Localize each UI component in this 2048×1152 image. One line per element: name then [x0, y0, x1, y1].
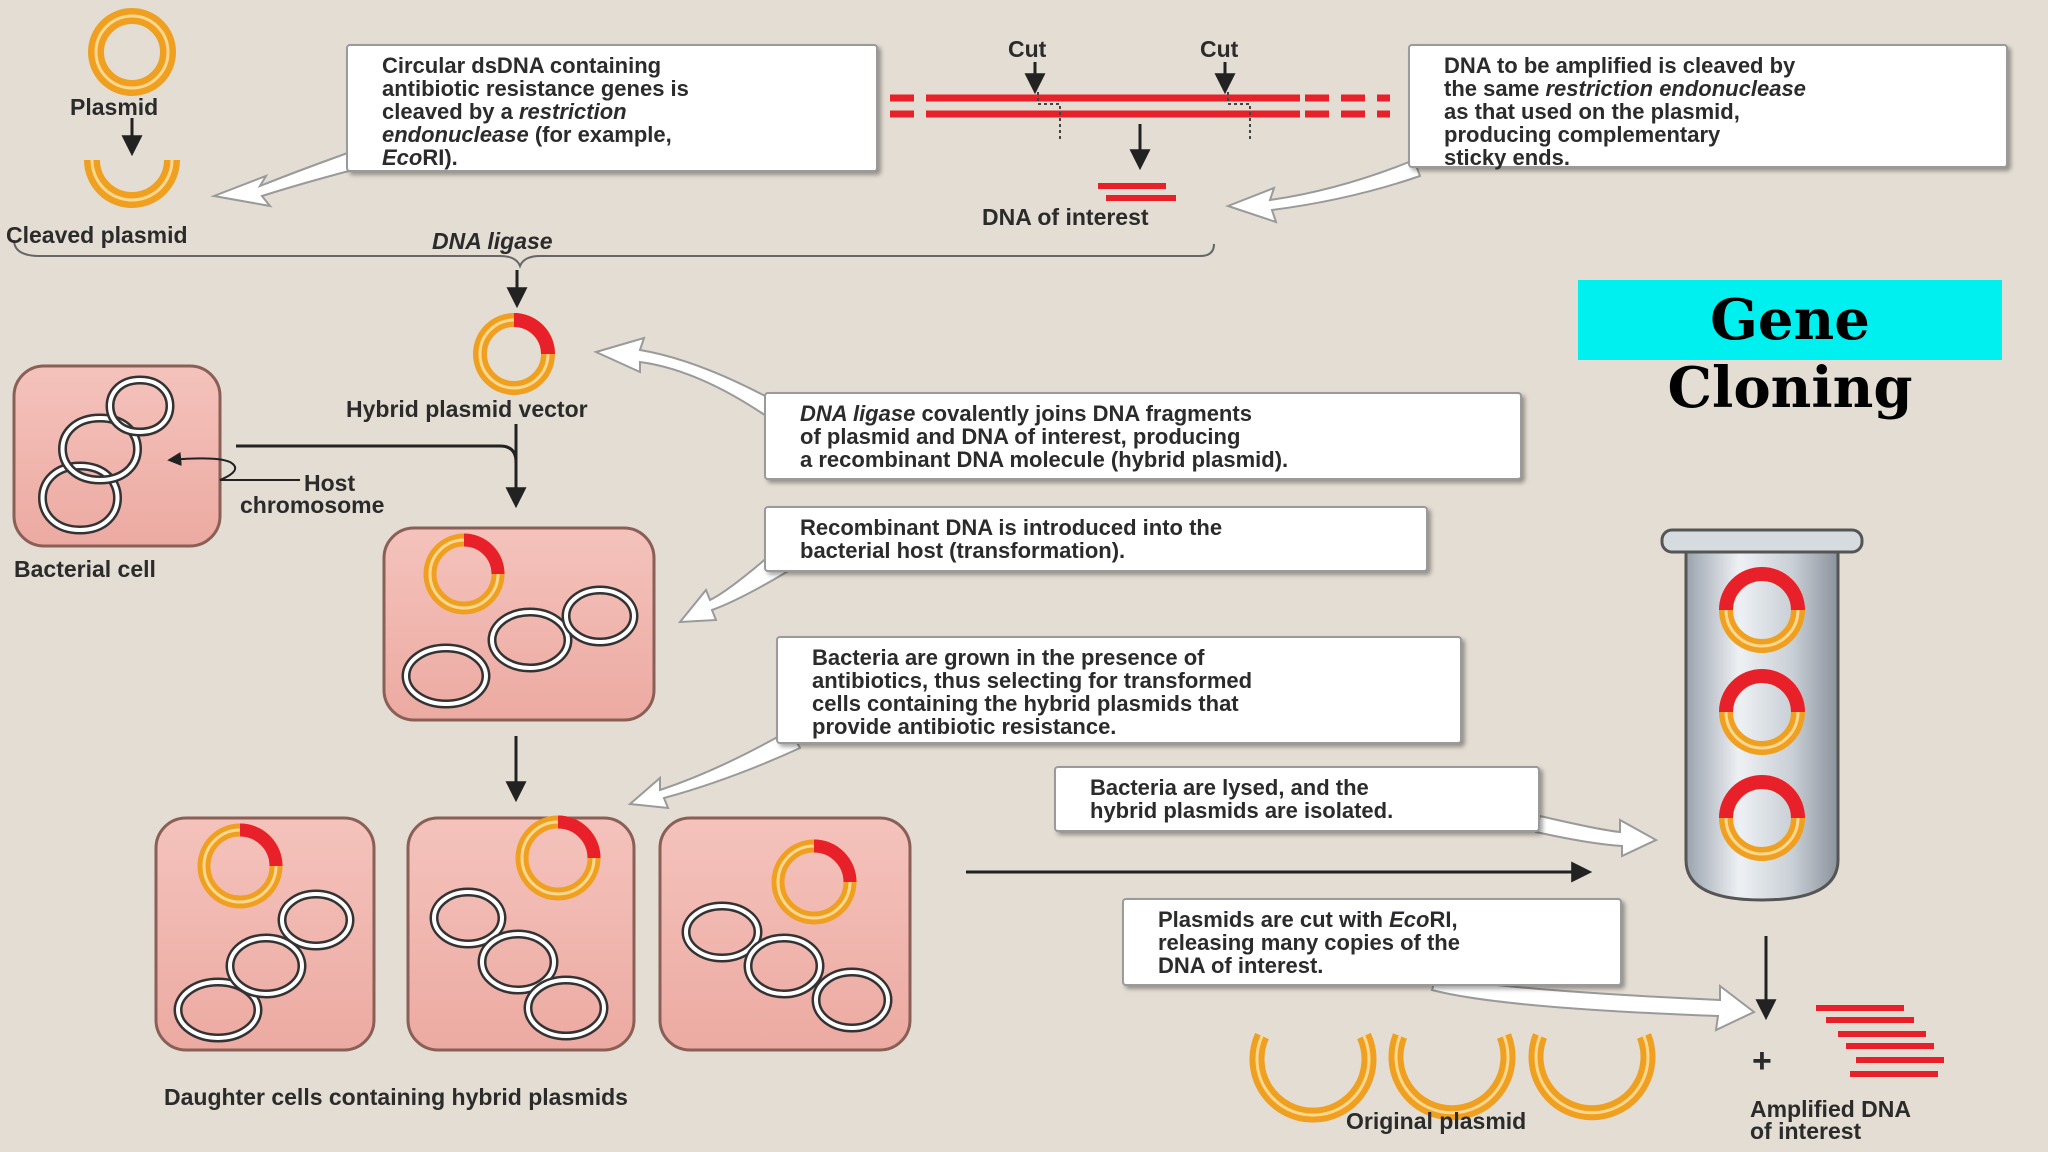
chromosome-label: chromosome — [240, 492, 385, 518]
callout-plasmid-cleavage: Circular dsDNA containing antibiotic res… — [346, 44, 878, 172]
daughter-cell-2 — [406, 815, 636, 1052]
callout-text: cleaved by a — [382, 99, 519, 124]
daughter-cells-label: Daughter cells containing hybrid plasmid… — [164, 1084, 628, 1110]
dna-ligase-label: DNA ligase — [432, 228, 553, 254]
title-banner: Gene Cloning — [1578, 280, 2002, 421]
callout-line: a recombinant DNA molecule (hybrid plasm… — [800, 447, 1289, 472]
callout-text: RI). — [422, 145, 458, 170]
transformed-cell — [382, 526, 656, 722]
original-plasmids — [1249, 1032, 1656, 1123]
dna-of-interest-label: DNA of interest — [982, 204, 1149, 230]
callout-selection: Bacteria are grown in the presence of an… — [776, 636, 1462, 744]
daughter-cell-1 — [154, 816, 376, 1052]
callout-line: cleaved by a restriction — [382, 100, 854, 123]
callout-line: DNA of interest. — [1158, 953, 1324, 978]
dna-strand-top — [890, 94, 1390, 118]
callout-text: the same — [1444, 76, 1546, 101]
callout-text: (for example, — [528, 122, 672, 147]
callout-line: of plasmid and DNA of interest, producin… — [800, 424, 1241, 449]
callout-line: releasing many copies of the — [1158, 930, 1460, 955]
amplified-dna-label-line2: of interest — [1750, 1118, 1862, 1144]
callout-transformation: Recombinant DNA is introduced into the b… — [764, 506, 1428, 572]
callout-line: the same restriction endonuclease — [1444, 77, 1984, 100]
host-label: Host — [304, 470, 356, 496]
callout-line: as that used on the plasmid, — [1444, 99, 1740, 124]
cleaved-plasmid — [84, 159, 180, 208]
plasmid-label: Plasmid — [70, 94, 159, 120]
callout-line: Plasmids are cut with EcoRI, — [1158, 908, 1598, 931]
callout-line: provide antibiotic resistance. — [812, 714, 1117, 739]
callout-line: Circular dsDNA containing — [382, 53, 662, 78]
callout-line: sticky ends. — [1444, 145, 1570, 170]
callout-line: producing complementary — [1444, 122, 1721, 147]
amplified-dna — [1816, 1005, 1944, 1077]
cut-markers — [1024, 62, 1251, 140]
plasmid-circle — [88, 8, 176, 96]
dna-fragment — [1098, 183, 1176, 201]
callout-line: cells containing the hybrid plasmids tha… — [812, 691, 1239, 716]
callout-line: Bacteria are grown in the presence of — [812, 645, 1205, 670]
callout-line: DNA ligase covalently joins DNA fragment… — [800, 402, 1498, 425]
plus-sign: + — [1752, 1042, 1772, 1080]
host-chromosome-pointer — [167, 452, 300, 481]
daughter-cell-3 — [658, 816, 912, 1052]
callout-line: EcoRI). — [382, 146, 854, 169]
callout-line: antibiotic resistance genes is — [382, 76, 689, 101]
callout-line: DNA to be amplified is cleaved by — [1444, 53, 1796, 78]
callout-lysis: Bacteria are lysed, and the hybrid plasm… — [1054, 766, 1540, 832]
page-title: Gene Cloning — [1667, 287, 1913, 421]
callout-italic-text: Eco — [382, 145, 423, 170]
hybrid-plasmid-vector-label: Hybrid plasmid vector — [346, 396, 588, 422]
callout-dna-cleavage: DNA to be amplified is cleaved by the sa… — [1408, 44, 2008, 170]
bacterial-cell — [12, 364, 222, 548]
hybrid-plasmid-vector — [473, 313, 555, 395]
callout-italic-text: DNA ligase — [800, 401, 916, 426]
callout-italic-text: endonuclease — [382, 122, 529, 147]
callout-line: antibiotics, thus selecting for transfor… — [812, 668, 1253, 693]
callout-line: Recombinant DNA is introduced into the — [800, 515, 1223, 540]
cut-label-left: Cut — [1008, 36, 1047, 62]
callout-line: Bacteria are lysed, and the — [1090, 775, 1369, 800]
callout-ligase: DNA ligase covalently joins DNA fragment… — [764, 392, 1522, 480]
callout-text: covalently joins DNA fragments — [915, 401, 1252, 426]
callout-text: Plasmids are cut with — [1158, 907, 1390, 932]
callout-text: RI, — [1429, 907, 1458, 932]
callout-italic-text: Eco — [1389, 907, 1430, 932]
bacterial-cell-label: Bacterial cell — [14, 556, 156, 582]
amplified-dna-label: Amplified DNA — [1750, 1096, 1911, 1122]
callout-release: Plasmids are cut with EcoRI, releasing m… — [1122, 898, 1622, 986]
callout-italic-text: restriction — [518, 99, 627, 124]
cut-label-right: Cut — [1200, 36, 1239, 62]
callout-line: endonuclease (for example, — [382, 123, 854, 146]
callout-italic-text: restriction endonuclease — [1545, 76, 1806, 101]
original-plasmid-label: Original plasmid — [1346, 1108, 1527, 1134]
test-tube — [1660, 528, 1864, 902]
callout-line: bacterial host (transformation). — [800, 538, 1126, 563]
callout-line: hybrid plasmids are isolated. — [1090, 798, 1394, 823]
joining-brace — [13, 239, 1215, 269]
cleaved-plasmid-label: Cleaved plasmid — [6, 222, 188, 248]
